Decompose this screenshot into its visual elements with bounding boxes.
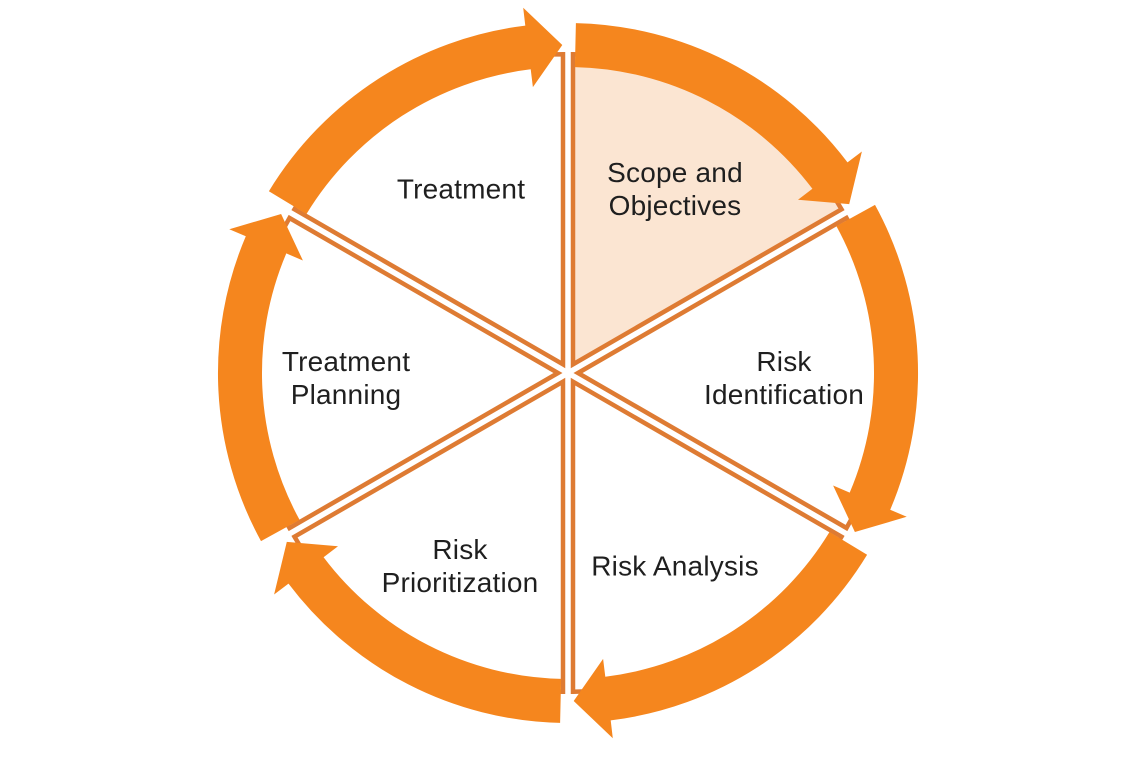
- segment-label-risk-identification: Risk Identification: [703, 346, 865, 410]
- arc-arrow-scope-and-objectives: [574, 23, 862, 205]
- segment-label-treatment-planning: Treatment Planning: [281, 346, 411, 410]
- arc-arrow-risk-identification: [833, 204, 919, 532]
- arc-arrow-risk-prioritization: [274, 541, 562, 723]
- segment-label-treatment: Treatment: [396, 173, 526, 205]
- segment-label-risk-prioritization: Risk Prioritization: [381, 534, 539, 598]
- segment-label-risk-analysis: Risk Analysis: [591, 550, 759, 582]
- arc-arrow-treatment: [268, 7, 563, 215]
- segment-label-scope-and-objectives: Scope and Objectives: [607, 157, 743, 221]
- arc-arrow-risk-analysis: [573, 532, 868, 739]
- arc-arrow-treatment-planning: [217, 214, 303, 542]
